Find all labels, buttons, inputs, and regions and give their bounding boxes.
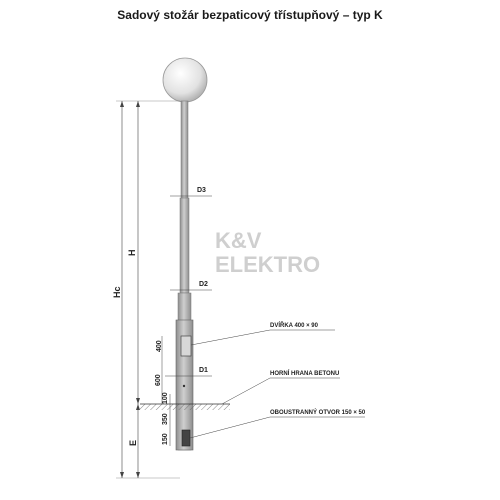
pole-section-middle bbox=[179, 197, 190, 294]
arrow-e-top bbox=[136, 404, 140, 410]
dim-d2: D2 bbox=[199, 281, 208, 288]
pole-section-top bbox=[180, 100, 189, 199]
dim-opening-offset: 350 bbox=[162, 413, 169, 425]
dim-d3: D3 bbox=[197, 187, 206, 194]
globe-lamp bbox=[162, 57, 208, 103]
dim-door-offset: 600 bbox=[155, 374, 162, 386]
watermark-line2: ELEKTRO bbox=[215, 252, 320, 277]
label-concrete-edge: HORNÍ HRANA BETONU bbox=[270, 369, 339, 377]
arrow-h-bottom bbox=[136, 398, 140, 404]
leader-door bbox=[190, 329, 271, 346]
leader-opening bbox=[189, 416, 271, 439]
pole-door bbox=[180, 335, 192, 357]
arrow-hc-top bbox=[120, 101, 124, 107]
dim-door-height: 400 bbox=[156, 340, 163, 352]
leader-concrete bbox=[221, 377, 271, 405]
dim-opening-height: 150 bbox=[162, 433, 169, 445]
dim-d1: D1 bbox=[199, 367, 208, 374]
dim-upper-collar: 100 bbox=[162, 392, 169, 404]
dim-hc: Hc bbox=[112, 286, 122, 298]
ground-hatch bbox=[140, 404, 230, 410]
label-cable-opening: OBOUSTRANNÝ OTVOR 150 × 50 bbox=[270, 409, 366, 416]
label-door: DVÍŘKA 400 × 90 bbox=[270, 321, 319, 329]
arrow-h-top bbox=[136, 101, 140, 107]
arrow-e-bottom bbox=[136, 472, 140, 478]
dim-h: H bbox=[127, 250, 137, 257]
dim-e: E bbox=[128, 440, 138, 446]
watermark-line1: K&V bbox=[215, 228, 262, 253]
cable-opening bbox=[181, 429, 191, 447]
diagram-title: Sadový stožár bezpaticový třístupňový – … bbox=[117, 8, 383, 22]
pole-bolt bbox=[182, 384, 186, 388]
arrow-hc-bottom bbox=[120, 472, 124, 478]
